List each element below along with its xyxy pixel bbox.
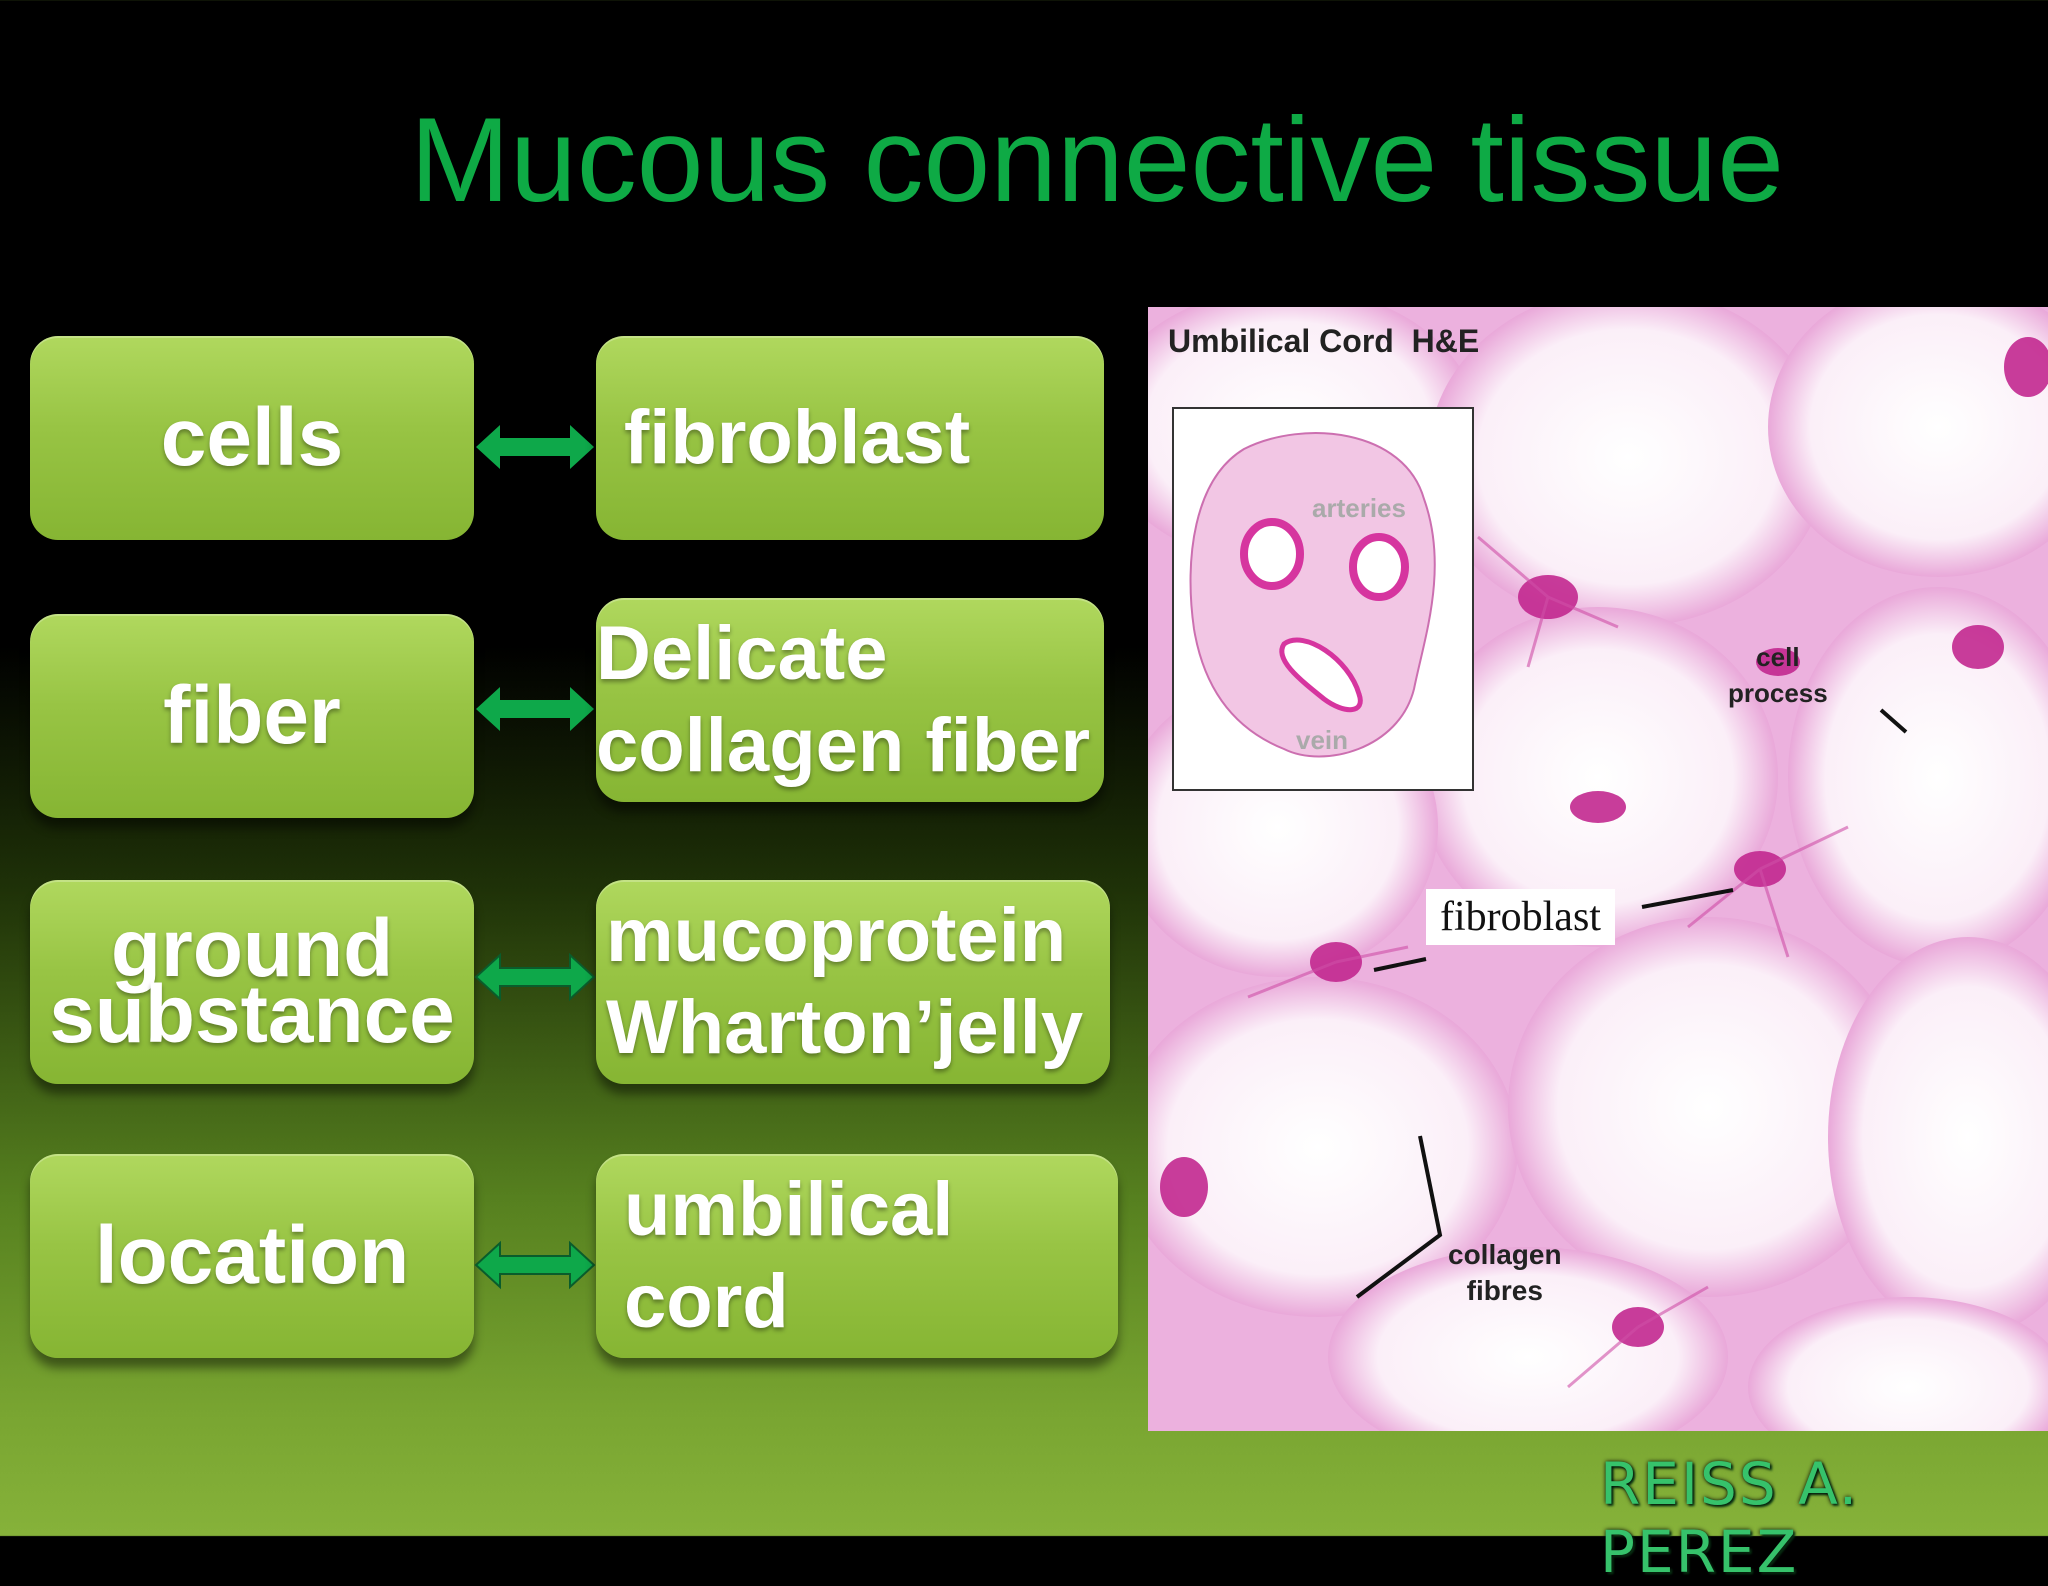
author-watermark: REISS A. PEREZ — [1600, 1450, 1860, 1586]
double-arrow-icon — [476, 687, 594, 731]
slide-title: Mucous connective tissue — [410, 93, 1785, 227]
inset-cross-section: arteries vein — [1172, 407, 1474, 791]
value-wharton-jelly: Wharton’jelly — [606, 985, 1084, 1070]
label-collagen-fibres: collagen fibres — [1448, 1237, 1562, 1309]
value-cord: cord — [624, 1259, 789, 1344]
double-arrow-icon — [474, 1240, 596, 1290]
micrograph-heading: Umbilical Cord H&E — [1168, 323, 1480, 359]
label-fibroblast: fibroblast — [1426, 889, 1615, 945]
value-delicate: Delicate — [596, 611, 888, 696]
label-cells: cells — [160, 392, 344, 483]
label-fiber: fiber — [163, 670, 341, 761]
label-substance: substance — [49, 969, 455, 1060]
value-box-mucoprotein: mucoprotein Wharton’jelly — [596, 880, 1110, 1084]
label-cell-process-line2: process — [1728, 678, 1828, 708]
label-box-cells: cells — [30, 336, 474, 540]
label-cell-process-line1: cell — [1756, 642, 1800, 672]
inset-label-vein: vein — [1296, 725, 1349, 755]
double-arrow-icon — [476, 425, 594, 469]
label-location: location — [94, 1210, 410, 1301]
label-box-ground-substance: ground substance — [30, 880, 474, 1084]
value-collagen-fiber: collagen fiber — [596, 703, 1091, 788]
label-ground: ground — [110, 903, 394, 994]
micrograph-image: Umbilical Cord H&E arteries vein cell pr… — [1148, 307, 2048, 1431]
value-box-umbilical-cord: umbilical cord — [596, 1154, 1118, 1358]
label-box-fiber: fiber — [30, 614, 474, 818]
value-fibroblast: fibroblast — [624, 395, 971, 480]
umbilical-cross-section-graphic — [1189, 432, 1436, 758]
value-box-collagen: Delicate collagen fiber — [596, 598, 1104, 802]
value-mucoprotein: mucoprotein — [606, 893, 1067, 978]
value-umbilical: umbilical — [624, 1167, 954, 1252]
label-box-location: location — [30, 1154, 474, 1358]
label-collagen-line1: collagen — [1448, 1239, 1562, 1270]
label-cell-process: cell process — [1728, 639, 1828, 711]
label-collagen-line2: fibres — [1466, 1275, 1543, 1306]
value-box-fibroblast: fibroblast — [596, 336, 1104, 540]
inset-label-arteries: arteries — [1312, 493, 1406, 523]
double-arrow-icon — [474, 952, 596, 1002]
